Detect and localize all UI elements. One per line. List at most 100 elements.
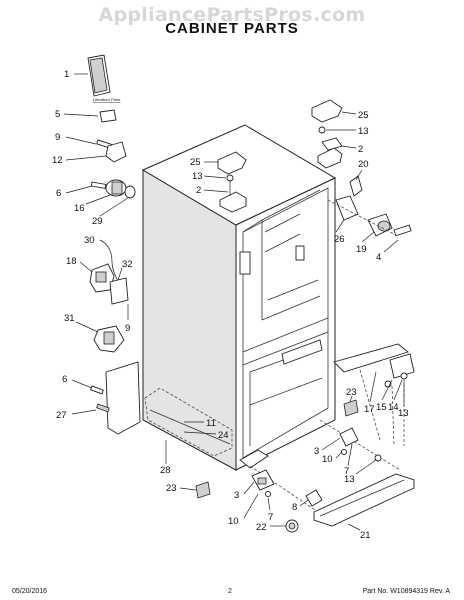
part-9-12 [65, 136, 127, 163]
callout-26: 26 [334, 234, 345, 245]
bottom-frame-hinge [239, 449, 269, 469]
callout-16: 16 [74, 203, 85, 214]
light-housing [295, 245, 305, 261]
footer-date: 05/20/2016 [12, 588, 48, 595]
water-tube-30 [99, 239, 119, 283]
callout-1: 1 [64, 69, 69, 80]
callout-6a: 6 [56, 188, 61, 199]
part-23b [343, 395, 359, 417]
rail-bracket-15 [389, 353, 415, 379]
screw-7b [265, 491, 271, 497]
part-20 [349, 169, 363, 197]
pad-23b [343, 399, 359, 417]
part-1-literature: Literature Parts [74, 54, 120, 102]
valve-12 [105, 141, 127, 163]
part-5 [63, 109, 117, 123]
part-17-15-14-13 [333, 343, 415, 447]
part-25-13-2-left [203, 151, 247, 196]
page-title: CABINET PARTS [165, 20, 299, 37]
callout-27: 27 [56, 410, 67, 421]
part-13d [355, 454, 382, 475]
control-housing [239, 251, 251, 275]
refrigerator-cabinet [141, 124, 401, 521]
callout-12: 12 [52, 155, 63, 166]
part-31 [75, 321, 125, 353]
callout-23a: 23 [166, 483, 177, 494]
part-8-22-21 [270, 473, 415, 533]
water-valve-body [95, 271, 107, 283]
callout-24: 24 [218, 430, 229, 441]
callout-13a: 13 [358, 126, 369, 137]
callout-18: 18 [66, 256, 77, 267]
bracket-5 [99, 109, 117, 123]
part-3-10-7-mid [321, 427, 359, 467]
cabinet-front-frame [235, 177, 336, 471]
bracket-plate-27 [105, 361, 141, 435]
freezer-opening [242, 331, 329, 459]
callout-32: 32 [122, 259, 133, 270]
screw-13b [226, 174, 234, 182]
hinge-3a [339, 427, 359, 447]
clip-8 [305, 489, 323, 507]
callout-11: 11 [206, 418, 216, 429]
callout-31: 31 [64, 313, 75, 324]
callout-3b: 3 [234, 490, 239, 501]
pad-23a [195, 481, 211, 499]
shim-4 [393, 224, 412, 237]
part-26-19-4 [327, 195, 412, 253]
part-6-27 [71, 361, 141, 435]
clip-20 [349, 175, 363, 197]
callout-22: 22 [256, 522, 267, 533]
callout-5: 5 [55, 109, 60, 120]
callout-7a: 7 [344, 466, 349, 477]
callout-30: 30 [84, 235, 95, 246]
screw-27 [96, 403, 110, 413]
callout-20: 20 [358, 159, 369, 170]
hinge-cover-25b [217, 151, 247, 175]
literature-label: Literature Parts [93, 97, 120, 102]
callout-23b: 23 [346, 387, 357, 398]
callout-3a: 3 [314, 446, 319, 457]
callout-15: 15 [376, 402, 387, 413]
screw-13d [374, 454, 382, 462]
hinge-pin-19-head [377, 220, 391, 232]
callout-9a: 9 [55, 132, 60, 143]
callout-2a: 2 [358, 144, 363, 155]
divider-cover [281, 339, 323, 365]
bracket-32 [109, 277, 129, 305]
callout-14: 14 [388, 402, 399, 413]
footer-part-number: Part No. W10894319 Rev. A [362, 588, 450, 595]
callout-9b: 9 [125, 323, 130, 334]
callout-labels: 1 5 9 12 6 16 29 30 18 32 9 31 6 27 28 2… [52, 69, 409, 541]
callout-29: 29 [92, 216, 103, 227]
literature-book-face [89, 57, 108, 94]
callout-2b: 2 [196, 185, 201, 196]
screw-13a [318, 126, 326, 134]
callout-17: 17 [364, 404, 375, 415]
part-23a [179, 481, 211, 499]
callout-13c: 13 [398, 408, 409, 419]
hinge-cover-25 [311, 99, 343, 123]
grommet-29 [124, 185, 136, 199]
bracket-26 [335, 195, 359, 221]
valve-31-body [103, 331, 115, 345]
callout-6b: 6 [62, 374, 67, 385]
part-6-16-29 [65, 179, 136, 217]
callout-10a: 10 [322, 454, 333, 465]
callout-7b: 7 [268, 512, 273, 523]
fill-tube-16 [111, 181, 123, 195]
callout-25a: 25 [358, 110, 369, 121]
bottom-hinge-pin [257, 477, 267, 485]
slide-rail-17 [333, 343, 409, 373]
callout-25b: 25 [190, 157, 201, 168]
part-25-13-2-right [311, 99, 357, 151]
callout-13d: 13 [344, 474, 355, 485]
callout-19: 19 [356, 244, 367, 255]
hinge-2 [321, 137, 343, 151]
callout-21: 21 [360, 530, 371, 541]
callout-10b: 10 [228, 516, 239, 527]
callout-28: 28 [160, 465, 171, 476]
top-hinge-left [219, 191, 247, 213]
